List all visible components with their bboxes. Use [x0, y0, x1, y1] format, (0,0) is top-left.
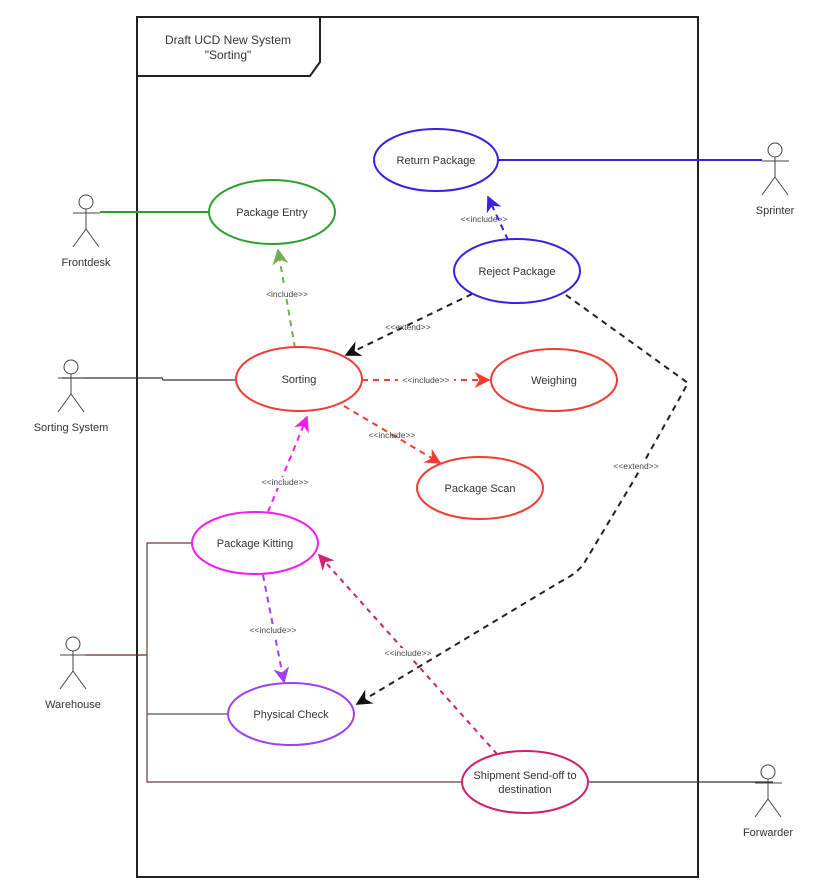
rel-reject-extend-physical[interactable] [355, 294, 690, 705]
use-case-shipment-sendoff[interactable]: Shipment Send-off to destination [461, 750, 589, 814]
use-case-label-line1: Shipment Send-off to [473, 770, 576, 782]
actor-label: Sprinter [756, 205, 795, 217]
assoc-warehouse-kitting-shipment[interactable] [146, 542, 462, 783]
actors: Frontdesk Sorting System Warehouse Sprin… [34, 142, 795, 839]
use-case-package-entry[interactable]: Package Entry [208, 179, 336, 245]
actor-label: Forwarder [743, 827, 793, 839]
system-title-line2: "Sorting" [205, 48, 252, 62]
use-case-label: Package Entry [236, 207, 308, 219]
use-case-label: Return Package [397, 155, 476, 167]
use-case-label: Weighing [531, 375, 577, 387]
rel-reject-extend-sorting[interactable] [344, 293, 473, 356]
rel-label-shipment-kitting: <<include>> [385, 648, 432, 658]
stick-figure-icon [59, 636, 87, 690]
actor-frontdesk[interactable]: Frontdesk [62, 194, 111, 269]
stick-figure-icon [761, 142, 789, 196]
use-case-label-line2: destination [498, 784, 551, 796]
rel-kitting-include-sorting[interactable] [267, 415, 309, 513]
rel-label-sorting-scan: <<include>> [369, 430, 416, 440]
use-case-label: Physical Check [253, 709, 329, 721]
use-case-label: Package Scan [445, 483, 516, 495]
stick-figure-icon [72, 194, 100, 248]
use-case-sorting[interactable]: Sorting [235, 346, 363, 412]
actor-label: Sorting System [34, 422, 109, 434]
actor-sprinter[interactable]: Sprinter [756, 142, 795, 217]
assoc-sorting-system-sorting[interactable] [62, 377, 236, 381]
use-case-package-kitting[interactable]: Package Kitting [191, 511, 319, 575]
system-title-line1: Draft UCD New System [165, 33, 291, 47]
use-cases: Return Package Package Entry Reject Pack… [191, 128, 618, 814]
rel-label-sorting-entry: <include>> [266, 289, 308, 299]
actor-label: Frontdesk [62, 257, 111, 269]
actor-sorting-system[interactable]: Sorting System [34, 359, 109, 434]
use-case-label: Sorting [282, 374, 317, 386]
actor-forwarder[interactable]: Forwarder [743, 764, 793, 839]
actor-warehouse[interactable]: Warehouse [45, 636, 101, 711]
rel-reject-include-return[interactable] [486, 195, 509, 241]
rel-sorting-include-scan[interactable] [343, 405, 442, 464]
rel-label-kitting-physical: <<include>> [250, 625, 297, 635]
system-boundary-rect [136, 16, 699, 878]
use-case-reject-package[interactable]: Reject Package [453, 238, 581, 304]
system-boundary: Draft UCD New System "Sorting" [136, 16, 699, 878]
use-case-label: Package Kitting [217, 538, 293, 550]
use-case-physical-check[interactable]: Physical Check [227, 682, 355, 746]
rel-kitting-include-physical[interactable] [262, 574, 290, 684]
use-case-return-package[interactable]: Return Package [373, 128, 499, 192]
rel-label-reject-sorting: <<extend>> [385, 322, 430, 332]
rel-label-kitting-sorting: <<include>> [262, 477, 309, 487]
stick-figure-icon [57, 359, 85, 413]
rel-label-reject-return: <<include>> [461, 214, 508, 224]
rel-label-reject-physical: <<extend>> [613, 461, 658, 471]
use-case-weighing[interactable]: Weighing [490, 348, 618, 412]
rel-label-sorting-weighing: <<include>> [403, 375, 450, 385]
use-case-label: Reject Package [478, 266, 555, 278]
use-case-package-scan[interactable]: Package Scan [416, 456, 544, 520]
stick-figure-icon [754, 764, 782, 818]
associations [62, 159, 773, 783]
system-title-tab [137, 17, 321, 77]
actor-label: Warehouse [45, 699, 101, 711]
relationships: <<include>> <include>> <<extend>> <<incl… [244, 195, 690, 755]
